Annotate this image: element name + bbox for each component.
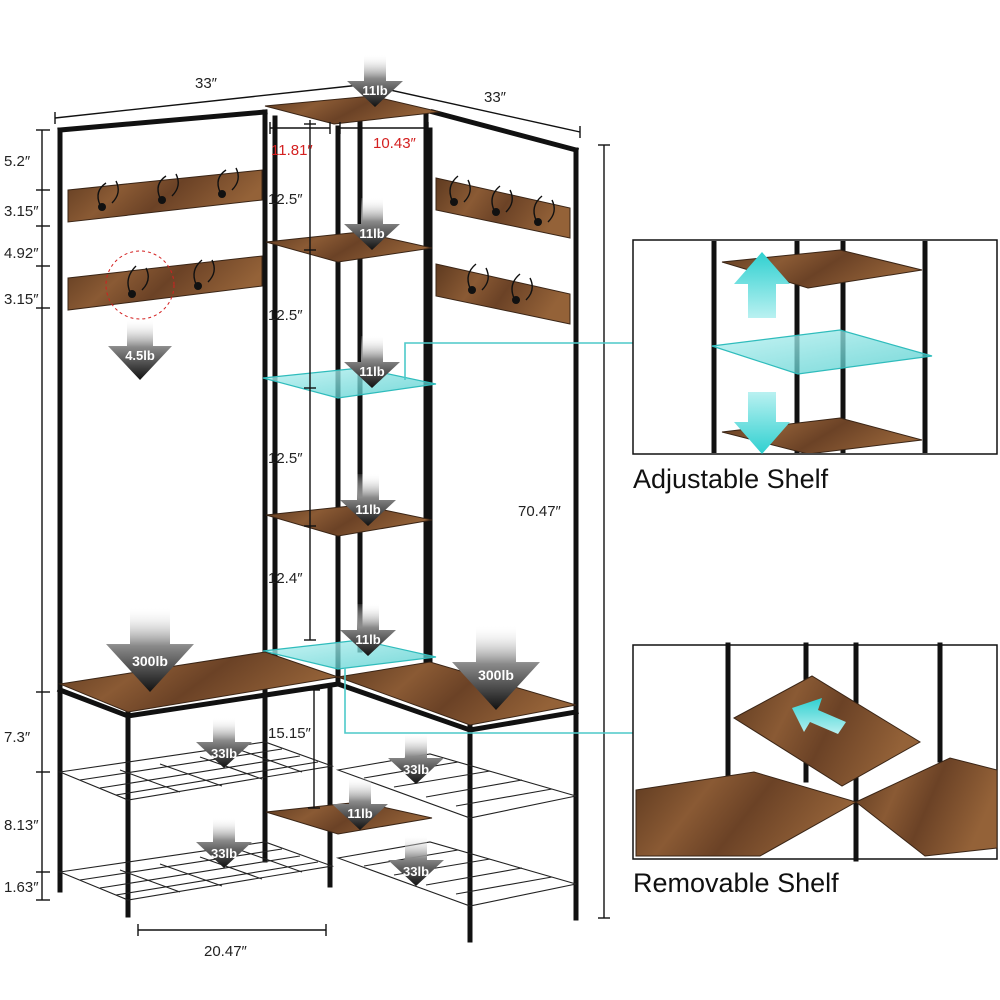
down-arrow-weight-icon: 11lb [332,778,388,830]
coat-hook-icon [449,175,471,206]
removable-shelf-highlight [262,639,437,670]
left-height-5: 7.3″ [4,729,31,746]
coat-hook-icon [193,259,215,290]
coat-hook-icon [97,180,119,211]
right-frame [427,108,580,943]
shelf-depth-right-label: 10.43″ [373,135,417,152]
svg-text:11lb: 11lb [362,83,387,98]
down-arrow-weight-icon: 33lb [196,718,252,768]
down-arrow-weight-icon: 11lb [344,198,400,250]
left-frame [57,109,333,918]
down-arrow-weight-icon: 33lb [388,734,444,784]
shelf-gap-4: 12.4″ [268,570,303,587]
adjustable-shelf-highlight [262,367,437,399]
down-arrow-weight-icon: 300lb [452,626,540,710]
hook-rail-left-upper [67,167,263,223]
shelf-gap-3: 12.5″ [268,450,303,467]
hook-highlight-circle [105,250,175,320]
svg-text:11lb: 11lb [355,502,380,517]
coat-hook-icon [533,195,555,226]
hook-rail-right-lower [435,263,571,325]
top-width-right-label: 33″ [484,89,507,106]
shelf-gap-1: 12.5″ [268,191,303,208]
down-arrow-weight-icon: 11lb [340,474,396,526]
down-arrow-weight-icon: 11lb [344,336,400,388]
tower-shelf-3 [265,504,433,537]
left-height-6: 8.13″ [4,817,39,834]
weight-arrows: 11lb 11lb 11lb 11lb 11lb 11lb 4.5lb 3 [106,55,540,886]
svg-text:11lb: 11lb [355,632,380,647]
left-height-7: 1.63″ [4,879,39,896]
up-down-arrow-icon [734,252,790,454]
svg-text:4.5lb: 4.5lb [125,348,155,363]
bench-right [336,661,577,726]
svg-text:300lb: 300lb [132,653,168,669]
callout-lines [344,342,633,734]
hook-rail-left-lower [67,250,263,320]
coat-hook-icon [127,265,149,298]
hall-tree-illustration [56,95,580,943]
shelf-gap-5: 15.15″ [268,725,312,742]
svg-text:11lb: 11lb [347,806,372,821]
top-width-left-label: 33″ [195,75,218,92]
svg-text:11lb: 11lb [359,226,384,241]
shelf-depth-left-label: 11.81″ [271,142,313,159]
down-arrow-weight-icon: 11lb [347,55,403,107]
top-shelf [264,95,441,125]
down-arrow-weight-icon: 33lb [196,818,252,868]
left-height-2: 3.15″ [4,203,39,220]
svg-text:33lb: 33lb [403,864,429,879]
down-arrow-weight-icon: 33lb [388,836,444,886]
left-height-1: 5.2″ [4,153,31,170]
coat-hook-icon [217,167,239,198]
svg-text:33lb: 33lb [403,762,429,777]
svg-text:33lb: 33lb [211,746,237,761]
left-height-3: 4.92″ [4,245,39,262]
adjustable-shelf-inset [632,239,998,455]
coat-hook-icon [491,185,513,216]
coat-hook-icon [511,273,533,304]
dimension-lines [36,84,610,936]
removable-shelf-inset [632,642,998,862]
hook-rail-right-upper [435,175,571,239]
svg-text:33lb: 33lb [211,846,237,861]
down-arrow-weight-icon: 11lb [340,604,396,656]
total-height-label: 70.47″ [518,503,562,520]
mesh-shelf-left-lower [57,841,335,901]
dimension-labels: 33″ 33″ 11.81″ 10.43″ 5.2″ 3.15″ 4.92″ 3… [4,75,562,960]
down-arrow-weight-icon: 300lb [106,608,194,692]
slide-out-arrow-icon [792,698,846,734]
coat-hook-icon [467,263,489,294]
svg-text:300lb: 300lb [478,667,514,683]
adjustable-shelf-caption: Adjustable Shelf [633,464,829,494]
mesh-shelf-left-upper [57,741,335,801]
down-arrow-weight-icon: 4.5lb [108,320,172,380]
shelf-gap-2: 12.5″ [268,307,303,324]
removable-shelf-caption: Removable Shelf [633,868,839,898]
tower-shelf-1 [265,231,433,263]
center-tower [272,113,429,683]
coat-hook-icon [157,173,179,204]
left-height-4: 3.15″ [4,291,39,308]
svg-text:11lb: 11lb [359,364,384,379]
base-width-label: 20.47″ [204,943,248,960]
mesh-shelf-right-lower [335,841,577,907]
